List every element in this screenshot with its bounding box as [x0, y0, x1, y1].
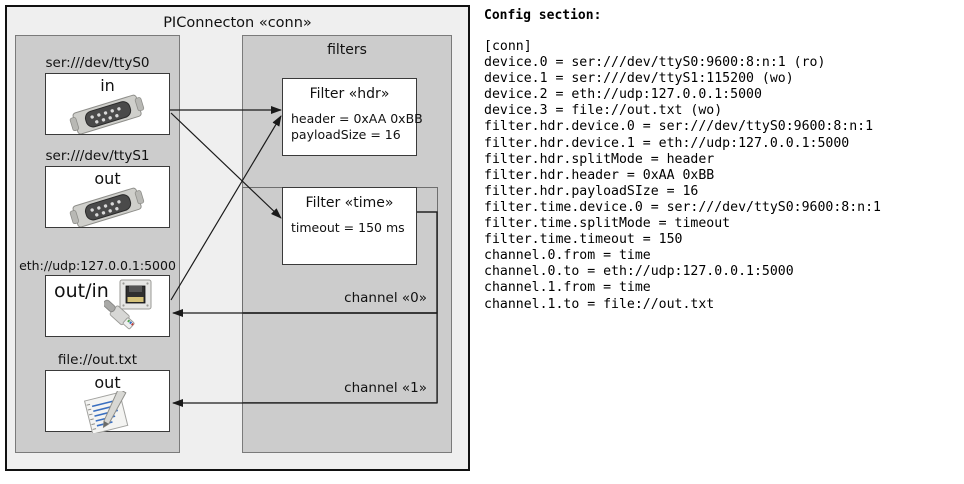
- filters-group-title: filters: [327, 42, 367, 58]
- device-1-label: ser:///dev/ttyS1: [45, 148, 150, 164]
- filter-hdr-props: header = 0xAA 0xBB payloadSize = 16: [291, 111, 423, 142]
- device-0-label: ser:///dev/ttyS0: [45, 55, 150, 71]
- filter-time-card[interactable]: Filter «time» timeout = 150 ms: [282, 187, 417, 265]
- config-section: Config section: [conn] device.0 = ser://…: [484, 8, 958, 313]
- channel-1-label: channel «1»: [344, 380, 427, 396]
- ethernet-jack-icon: [104, 279, 152, 330]
- device-1-mode: out: [94, 169, 121, 188]
- config-heading: Config section:: [484, 8, 602, 23]
- filter-hdr-card[interactable]: Filter «hdr» header = 0xAA 0xBB payloadS…: [282, 78, 423, 156]
- channel-1-region: channel «1»: [242, 313, 438, 403]
- channel-0-label: channel «0»: [344, 290, 427, 306]
- serial-port-icon: [69, 94, 145, 134]
- filter-time-title: Filter «time»: [305, 195, 394, 211]
- serial-port-icon: [69, 187, 145, 227]
- config-text: [conn] device.0 = ser:///dev/ttyS0:9600:…: [484, 39, 881, 312]
- filter-hdr-title: Filter «hdr»: [309, 86, 390, 102]
- device-1-card[interactable]: out: [45, 166, 170, 228]
- device-3-card[interactable]: out: [45, 370, 170, 433]
- device-3-label: file://out.txt: [57, 352, 138, 368]
- device-0-mode: in: [100, 76, 115, 95]
- device-2-mode: out/in: [54, 280, 109, 302]
- component-title: PIConnecton «conn»: [163, 15, 312, 31]
- text-file-icon: [83, 391, 129, 433]
- filter-time-props: timeout = 150 ms: [291, 220, 405, 235]
- device-2-label: eth://udp:127.0.0.1:5000: [19, 258, 176, 273]
- device-0-card[interactable]: in: [45, 73, 170, 135]
- device-2-card[interactable]: out/in: [45, 275, 170, 337]
- device-3-mode: out: [94, 373, 121, 392]
